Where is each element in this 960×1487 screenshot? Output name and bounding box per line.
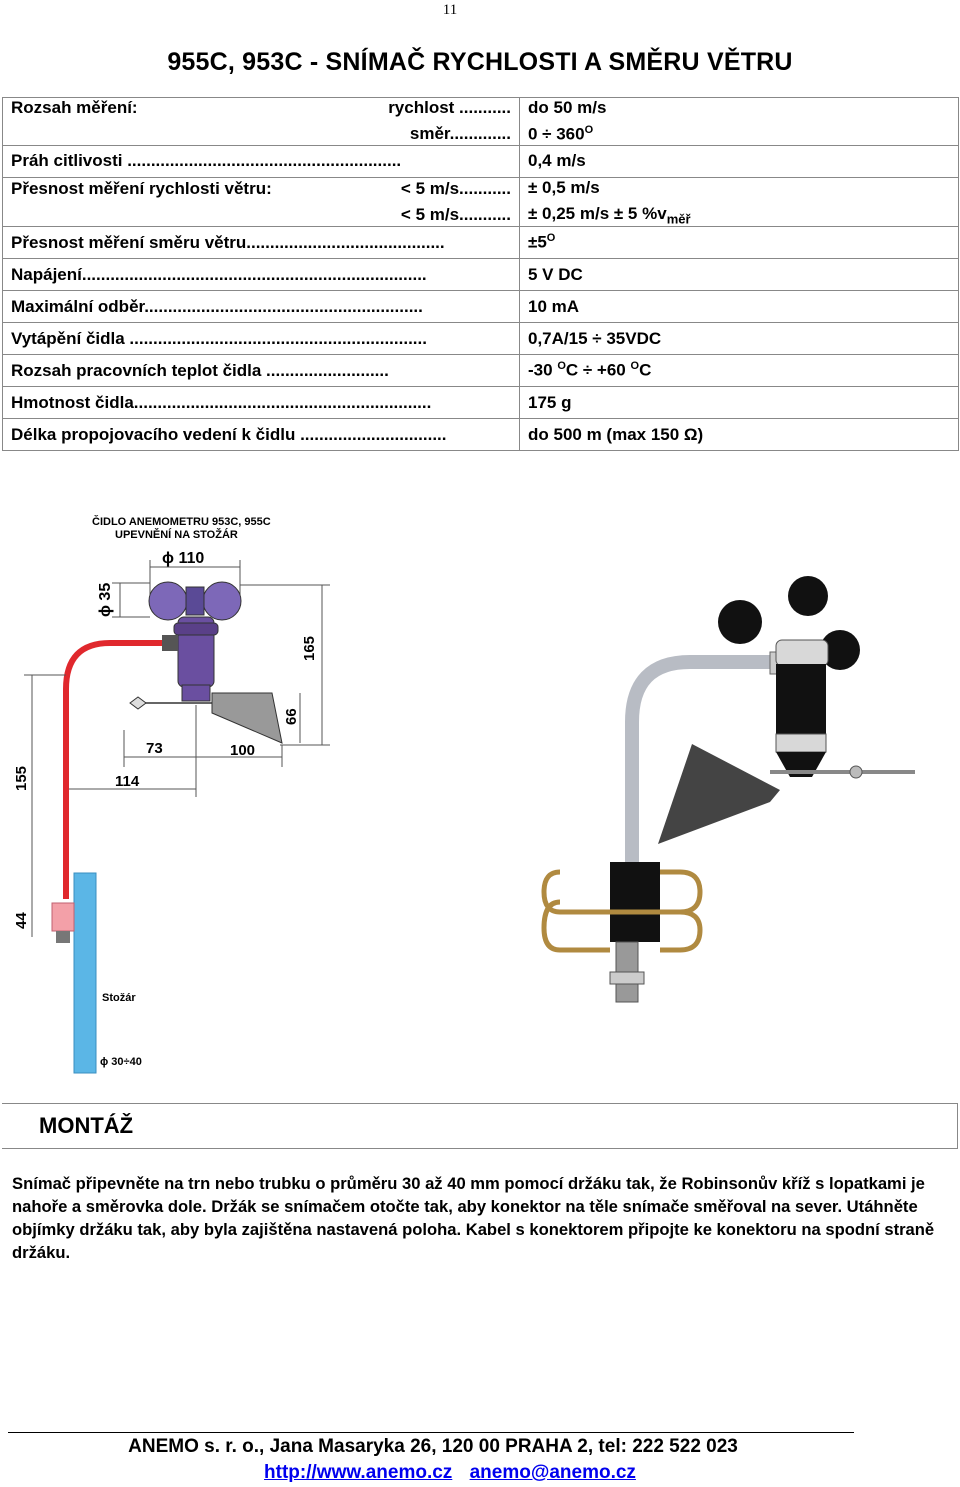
power-value: 5 V DC (519, 258, 959, 292)
mast (73, 872, 97, 1074)
dim-73: 73 (146, 740, 163, 757)
acc-speed-cond1: < 5 m/s........... (400, 178, 511, 198)
spec-row-acc-speed: Přesnost měření rychlosti větru: < 5 m/s.… (2, 176, 959, 228)
spec-row-weight: Hmotnost čidla..........................… (2, 386, 959, 420)
dim-66: 66 (283, 708, 300, 725)
spec-row-power: Napájení................................… (2, 258, 959, 292)
weight-value: 175 g (519, 386, 959, 420)
web-link[interactable]: http://www.anemo.cz (264, 1462, 453, 1483)
mast-label: Stožár (102, 992, 136, 1004)
cable-label: Délka propojovacího vedení k čidlu .....… (2, 418, 520, 452)
dim-155: 155 (13, 766, 30, 791)
email-link[interactable]: anemo@anemo.cz (469, 1462, 636, 1483)
dim-mast: ϕ 30÷40 (100, 1056, 142, 1068)
page-number: 11 (442, 2, 458, 18)
spec-table: Rozsah měření: rychlost ........... směr.… (2, 97, 959, 452)
clamp-block (610, 862, 660, 942)
spec-row-acc-dir: Přesnost měření směru větru.............… (2, 226, 959, 260)
current-value: 10 mA (519, 290, 959, 324)
cup-left (148, 581, 188, 621)
acc-speed-label: Přesnost měření rychlosti větru: (11, 178, 272, 198)
current-label: Maximální odběr.........................… (2, 290, 520, 324)
drawing-caption-2: UPEVNĚNÍ NA STOŽÁR (115, 528, 238, 541)
wind-vane (658, 744, 780, 844)
cup-1 (718, 600, 762, 644)
range-label: Rozsah měření: (11, 98, 138, 118)
footer-address: ANEMO s. r. o., Jana Masaryka 26, 120 00… (128, 1436, 738, 1457)
mounting-drawing: ČIDLO ANEMOMETRU 953C, 955C UPEVNĚNÍ NA … (13, 515, 330, 1074)
spec-row-current: Maximální odběr.........................… (2, 290, 959, 324)
range-speed-value: do 50 m/s (528, 98, 607, 117)
holder-connector (51, 902, 75, 932)
spec-row-threshold: Práh citlivosti ........................… (2, 144, 959, 178)
mounting-arm (625, 655, 780, 882)
acc-speed-val2: ± 0,25 m/s ± 5 %v (528, 203, 667, 223)
spec-row-range: Rozsah měření: rychlost ........... směr.… (2, 97, 959, 146)
range-speed-label: rychlost ........... (388, 98, 511, 118)
cup-2 (788, 576, 828, 616)
montage-heading: MONTÁŽ (39, 1113, 134, 1138)
power-label: Napájení................................… (2, 258, 520, 292)
acc-dir-label: Přesnost měření směru větru.............… (2, 226, 520, 260)
montage-section: MONTÁŽ (2, 1103, 958, 1149)
sensor-body-photo (776, 664, 826, 738)
spec-row-cable: Délka propojovacího vedení k čidlu .....… (2, 418, 959, 452)
cable (63, 640, 162, 899)
acc-speed-cond2: < 5 m/s........... (400, 204, 511, 224)
range-dir-label: směr............. (409, 124, 511, 144)
acc-dir-value: ±5 (528, 232, 547, 252)
threshold-value: 0,4 m/s (519, 144, 959, 178)
product-photo (541, 576, 915, 1003)
spec-row-heating: Vytápění čidla .........................… (2, 322, 959, 356)
dim-110: ϕ 110 (162, 550, 204, 567)
drawing-caption-1: ČIDLO ANEMOMETRU 953C, 955C (92, 515, 271, 528)
heating-label: Vytápění čidla .........................… (2, 322, 520, 356)
dim-165: 165 (301, 636, 318, 661)
acc-speed-val1: ± 0,5 m/s (528, 177, 600, 197)
spec-row-temp: Rozsah pracovních teplot čidla .........… (2, 354, 959, 388)
temp-label: Rozsah pracovních teplot čidla .........… (2, 354, 520, 388)
weight-label: Hmotnost čidla..........................… (2, 386, 520, 420)
page-title: 955C, 953C - SNÍMAČ RYCHLOSTI A SMĚRU VĚ… (167, 48, 793, 76)
dim-35: ϕ 35 (97, 583, 114, 617)
footer-links: http://www.anemo.cz anemo@anemo.cz (0, 1462, 900, 1484)
range-dir-value: 0 ÷ 360 (528, 124, 585, 144)
cup-right (202, 581, 242, 621)
cable-value: do 500 m (max 150 Ω) (519, 418, 959, 452)
cup-3 (820, 630, 860, 670)
dim-114: 114 (115, 773, 140, 790)
montage-text: Snímač připevněte na trn nebo trubku o p… (12, 1174, 935, 1262)
footer-rule (8, 1432, 854, 1433)
heating-value: 0,7A/15 ÷ 35VDC (519, 322, 959, 356)
dim-100: 100 (230, 742, 255, 759)
dim-44: 44 (13, 912, 30, 929)
threshold-label: Práh citlivosti ........................… (2, 144, 520, 178)
